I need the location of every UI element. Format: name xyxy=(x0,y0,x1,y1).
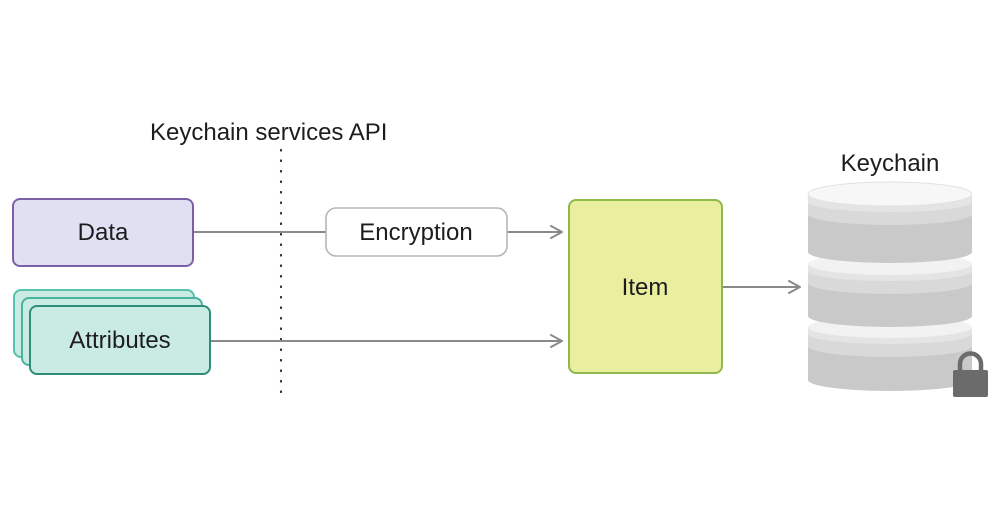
item-node: Item xyxy=(568,199,723,374)
encryption-node-label: Encryption xyxy=(359,219,472,246)
database-disk-bottom xyxy=(808,316,972,391)
keychain-label: Keychain xyxy=(841,150,940,177)
database-disk-top xyxy=(807,181,973,263)
encryption-node: Encryption xyxy=(325,207,508,257)
database-icon xyxy=(807,181,973,391)
attributes-node-label: Attributes xyxy=(69,327,170,354)
api-boundary-label: Keychain services API xyxy=(150,119,387,146)
attributes-stack-front xyxy=(29,305,211,375)
data-node-label: Data xyxy=(78,219,129,246)
attributes-node: Attributes xyxy=(13,289,211,375)
item-node-label: Item xyxy=(622,274,669,301)
padlock-icon xyxy=(953,351,988,397)
database-disk-middle xyxy=(808,253,972,327)
data-node: Data xyxy=(12,198,194,267)
